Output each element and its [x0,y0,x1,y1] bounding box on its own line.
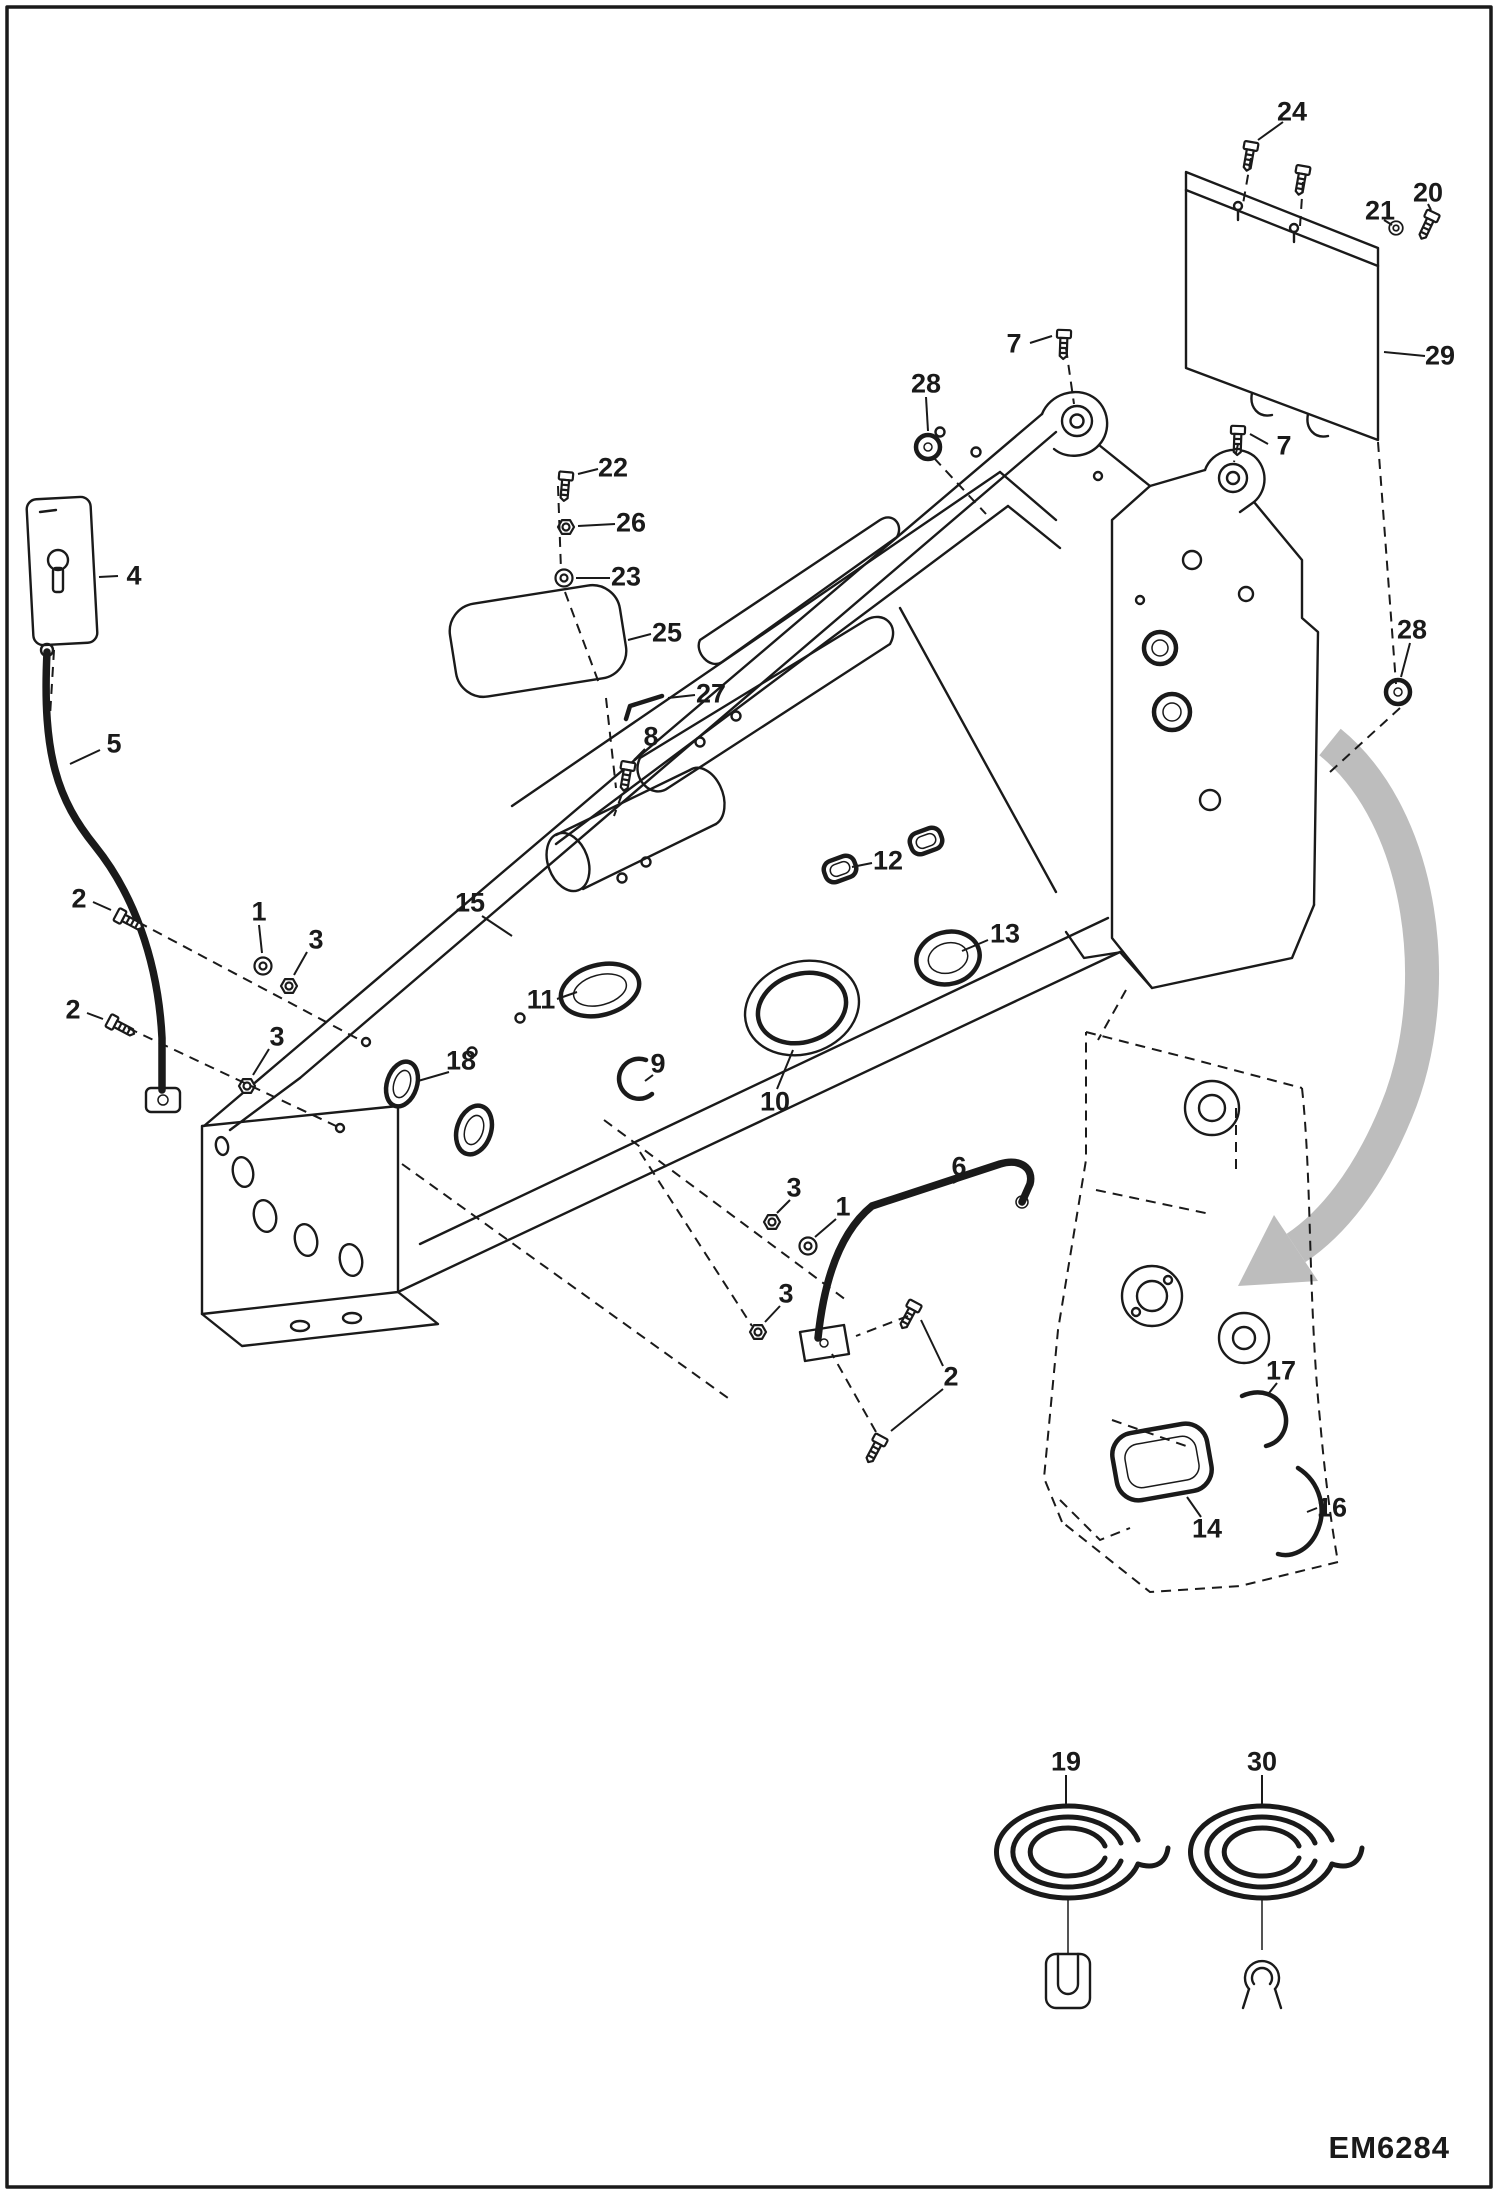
callout-19: 19 [1050,1746,1082,1777]
callout-18: 18 [445,1045,477,1076]
callout-6: 6 [951,1151,967,1182]
bolt-2-b [104,1012,139,1042]
callout-22: 22 [597,452,629,483]
pin-part-27 [623,693,665,722]
callout-26: 26 [615,507,647,538]
callout-29: 29 [1424,340,1456,371]
callout-13: 13 [989,918,1021,949]
plate-part-4 [25,495,99,647]
callout-2: 2 [65,994,81,1025]
callout-2: 2 [71,883,87,914]
callout-12: 12 [872,845,904,876]
callout-28: 28 [910,368,942,399]
detail-view [1042,1031,1339,1594]
main-frame [200,390,1320,1348]
callout-8: 8 [643,721,659,752]
rotation-arrow [1238,728,1439,1286]
grommet-28-b [1383,677,1413,707]
grommet-part-14 [1110,1421,1214,1503]
callout-16: 16 [1316,1492,1348,1523]
bolt-22 [555,470,575,503]
callout-4: 4 [126,560,142,591]
assembly-dashed-lines [49,157,1401,1433]
bolt-20 [1413,208,1442,243]
callout-15: 15 [454,887,486,918]
washer-1-b [798,1236,818,1256]
seal-coil-part-19 [994,1803,1171,2010]
clip-part-9 [616,1056,655,1101]
callout-leader-lines [69,121,1432,1804]
callout-20: 20 [1412,177,1444,208]
nut-3-d [748,1323,768,1341]
callout-3: 3 [269,1021,285,1052]
bolt-24-b [1290,163,1312,197]
callout-11: 11 [526,984,556,1015]
callout-28: 28 [1396,614,1428,645]
figure-code: EM6284 [1328,2130,1450,2165]
seal-part-16 [1275,1465,1324,1558]
callout-21: 21 [1364,195,1396,226]
callout-3: 3 [308,924,324,955]
callout-7: 7 [1006,328,1022,359]
bolt-2-c [894,1298,924,1333]
callout-1: 1 [251,896,267,927]
callout-17: 17 [1265,1355,1297,1386]
callout-14: 14 [1191,1513,1223,1544]
callout-10: 10 [759,1086,791,1117]
nut-3-a [279,977,299,995]
frame-grommet-openings [383,825,982,1157]
washer-23 [554,568,574,588]
callout-30: 30 [1246,1746,1278,1777]
callout-27: 27 [695,678,727,709]
callout-7: 7 [1276,430,1292,461]
bolt-2-d [860,1432,890,1467]
callout-5: 5 [106,728,122,759]
callout-2: 2 [943,1361,959,1392]
callout-24: 24 [1276,96,1308,127]
seal-part-17 [1239,1390,1289,1449]
cover-part-25 [448,583,665,722]
nut-3-c [762,1213,782,1231]
page-border [5,5,1493,2189]
rod-part-5 [39,642,182,1114]
callout-3: 3 [778,1278,794,1309]
callout-23: 23 [610,561,642,592]
seal-coil-part-30 [1188,1803,1365,2010]
rear-panel-part-29 [1184,170,1380,442]
washer-1-a [253,956,273,976]
callout-25: 25 [651,617,683,648]
callout-1: 1 [835,1191,851,1222]
fasteners [104,139,1442,1467]
handle-part-6 [798,1158,1035,1363]
callout-3: 3 [786,1172,802,1203]
bolt-7-a [1055,328,1073,361]
callout-9: 9 [650,1048,666,1079]
grommet-28-a [913,432,943,462]
